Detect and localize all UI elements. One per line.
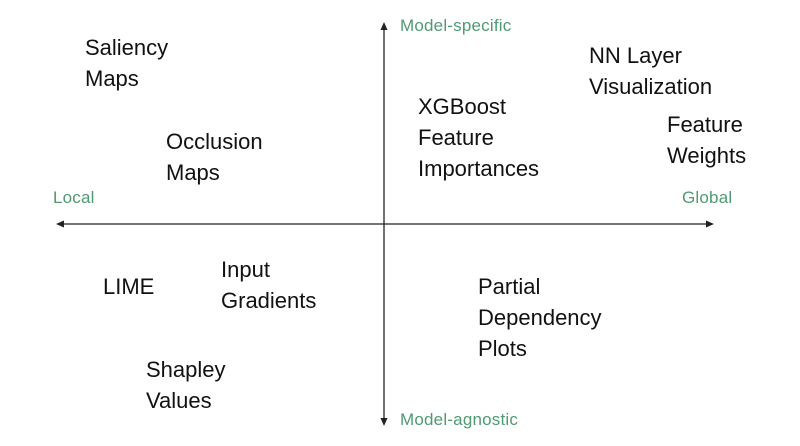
method-nn-layer-visualization: NN Layer Visualization bbox=[589, 40, 712, 102]
method-saliency-maps: Saliency Maps bbox=[85, 32, 168, 94]
method-line: Input bbox=[221, 257, 270, 282]
method-input-gradients: Input Gradients bbox=[221, 254, 316, 316]
method-line: NN Layer bbox=[589, 43, 682, 68]
method-line: Dependency bbox=[478, 305, 602, 330]
method-line: Occlusion bbox=[166, 129, 263, 154]
method-line: Importances bbox=[418, 156, 540, 181]
method-line: Visualization bbox=[589, 74, 713, 99]
method-shapley-values: Shapley Values bbox=[146, 354, 226, 416]
method-line: Shapley bbox=[146, 357, 226, 382]
axis-label-model-agnostic: Model-agnostic bbox=[400, 410, 519, 429]
axis-label-global: Global bbox=[682, 188, 733, 207]
left-arrowhead bbox=[56, 220, 64, 228]
bottom-arrowhead bbox=[380, 418, 388, 426]
method-feature-weights: Feature Weights bbox=[667, 109, 746, 171]
method-line: Plots bbox=[478, 336, 527, 361]
method-line: Partial bbox=[478, 274, 541, 299]
axis-label-local: Local bbox=[53, 188, 95, 207]
method-line: LIME bbox=[103, 274, 155, 299]
top-arrowhead bbox=[380, 22, 388, 30]
right-arrowhead bbox=[706, 220, 714, 228]
method-line: Feature bbox=[667, 112, 743, 137]
method-line: Gradients bbox=[221, 288, 317, 313]
method-lime: LIME bbox=[103, 271, 154, 302]
method-line: Weights bbox=[667, 143, 747, 168]
method-line: Values bbox=[146, 388, 212, 413]
method-line: Saliency bbox=[85, 35, 169, 60]
method-occlusion-maps: Occlusion Maps bbox=[166, 126, 263, 188]
method-line: Maps bbox=[166, 160, 220, 185]
method-line: XGBoost bbox=[418, 94, 507, 119]
method-line: Feature bbox=[418, 125, 494, 150]
method-xgboost-feature-importances: XGBoost Feature Importances bbox=[418, 91, 539, 184]
method-line: Maps bbox=[85, 66, 139, 91]
axis-label-model-specific: Model-specific bbox=[400, 16, 512, 35]
method-partial-dependency-plots: Partial Dependency Plots bbox=[478, 271, 602, 364]
